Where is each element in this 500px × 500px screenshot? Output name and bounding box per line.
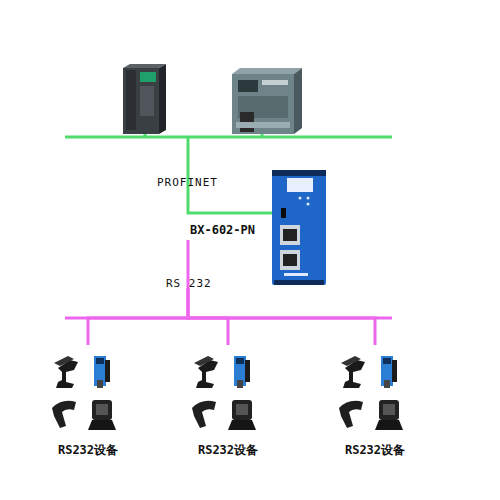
profinet-bus: [65, 136, 392, 139]
rs232-connector: [188, 288, 375, 345]
bus-name: RS 232: [166, 277, 212, 290]
plc-module: [123, 64, 166, 134]
bus-drop: [144, 134, 147, 137]
device-icons: [339, 356, 403, 430]
node-label: RS232设备: [48, 442, 128, 459]
device-group: RS232设备: [335, 345, 415, 460]
plc-cpu: [232, 68, 302, 134]
profinet-link: [188, 137, 272, 213]
rs232-connector: [88, 288, 188, 345]
gateway-device: [272, 170, 326, 285]
device-icons: [52, 356, 116, 430]
bus-name: PROFINET: [157, 176, 218, 189]
node-label: RS232设备: [188, 442, 268, 459]
device-group: RS232设备: [188, 345, 268, 460]
device-icons: [192, 356, 256, 430]
bus-drop: [261, 134, 264, 137]
node-label: RS232设备: [335, 442, 415, 459]
device-group: RS232设备: [48, 345, 128, 460]
node-label: BX-602-PN: [190, 223, 255, 237]
